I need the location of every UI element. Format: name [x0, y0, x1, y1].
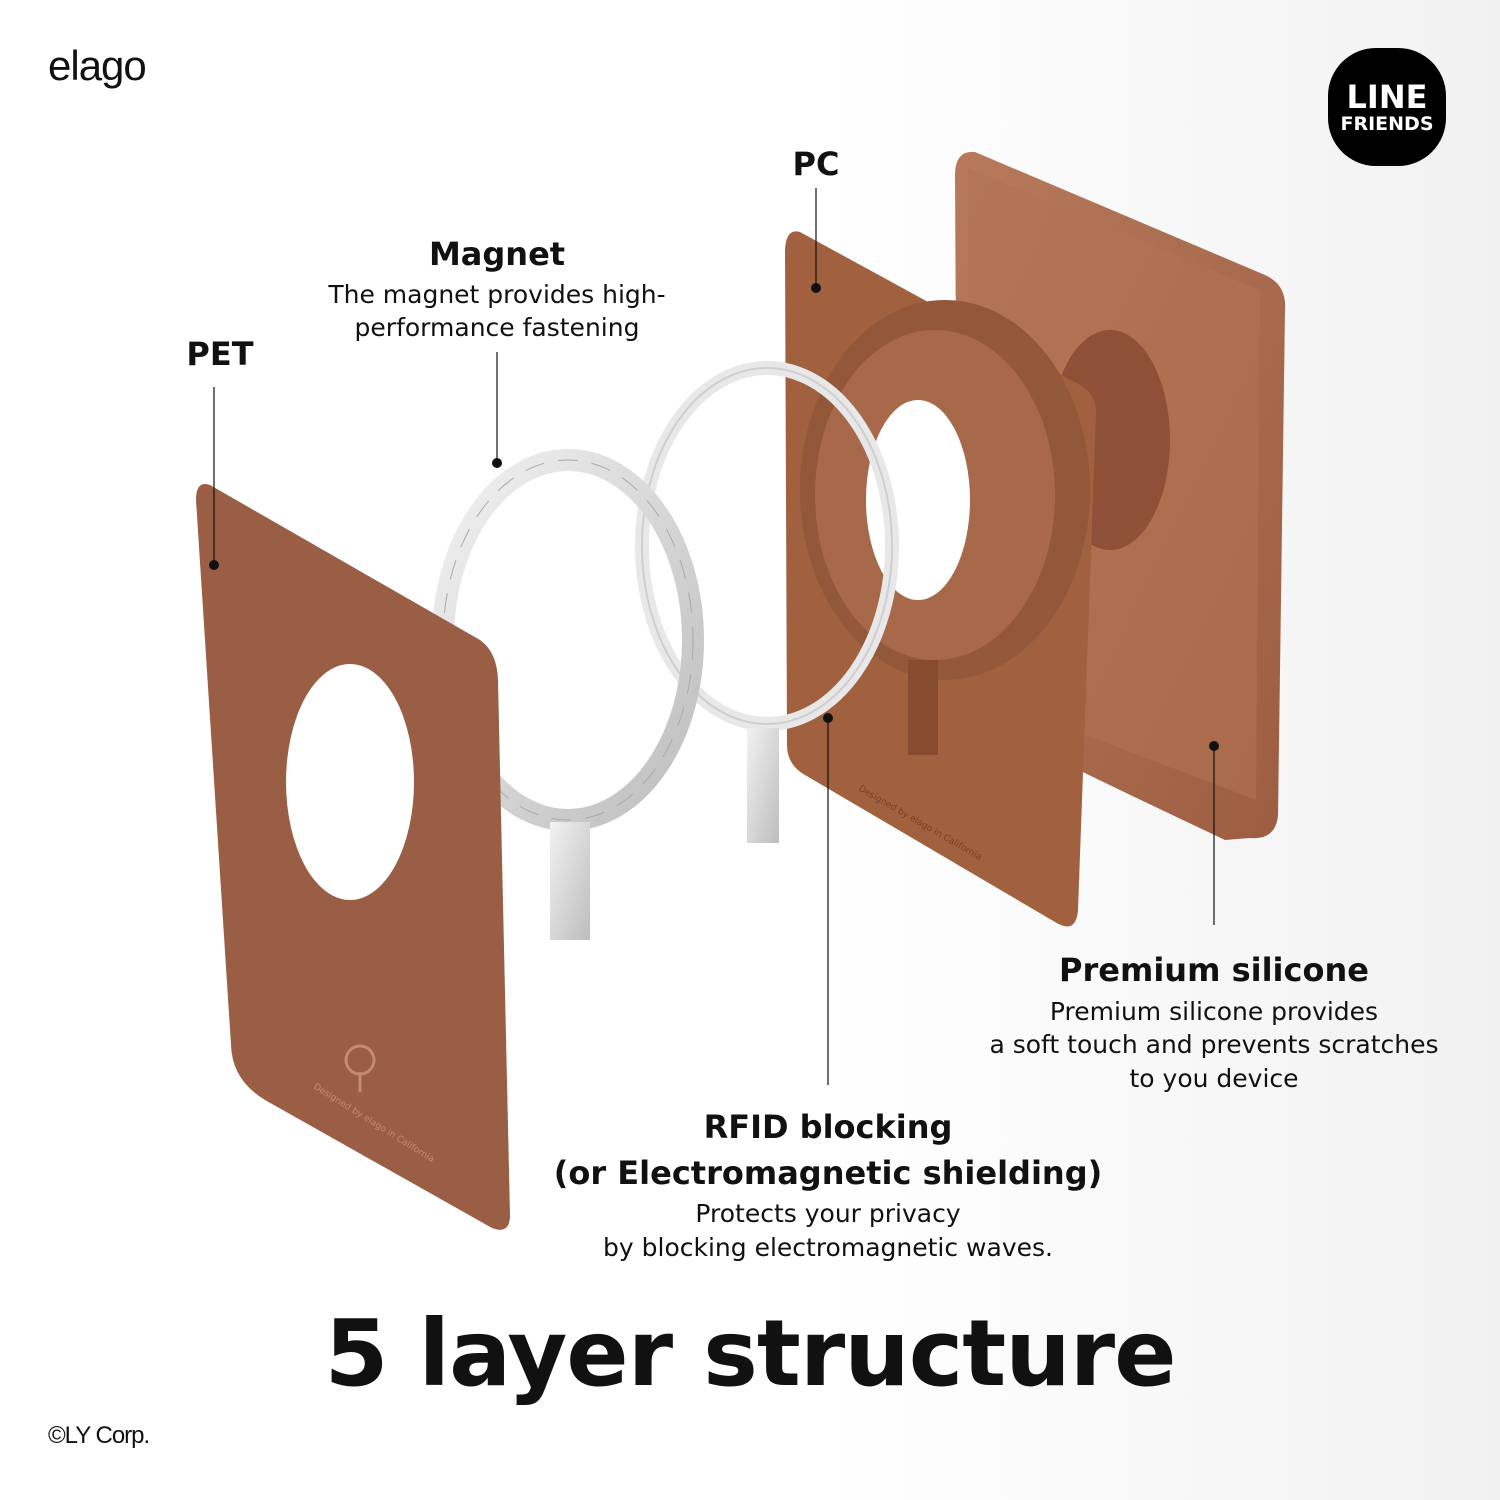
rfid-label-1: RFID blocking [703, 1108, 953, 1146]
magnet-desc-2: performance fastening [354, 313, 640, 342]
copyright: ©LY Corp. [48, 1422, 150, 1449]
rfid-layer [635, 361, 899, 843]
rfid-desc-2: by blocking electromagnetic waves. [603, 1233, 1053, 1262]
magnet-layer [432, 449, 704, 940]
silicone-label: Premium silicone [1059, 951, 1369, 989]
leader-dots [209, 283, 1219, 751]
headline: 5 layer structure [324, 1300, 1177, 1407]
silicone-desc-2: a soft touch and prevents scratches [989, 1030, 1439, 1059]
badge-line2: FRIENDS [1340, 112, 1434, 135]
pc-label: PC [792, 145, 840, 183]
elago-logo: elago [48, 42, 147, 89]
rfid-label-2: (or Electromagnetic shielding) [553, 1154, 1103, 1192]
silicone-desc-1: Premium silicone provides [1049, 997, 1379, 1026]
line-friends-badge: LINE FRIENDS [1328, 48, 1446, 166]
leader-lines [213, 188, 1215, 1085]
silicone-desc-3: to you device [1129, 1064, 1299, 1093]
magnet-desc-1: The magnet provides high- [328, 280, 666, 309]
pet-layer: Designed by elago in California [196, 484, 510, 1230]
badge-line1: LINE [1346, 77, 1428, 116]
rfid-desc-1: Protects your privacy [695, 1199, 961, 1228]
pet-label: PET [186, 335, 254, 373]
magnet-label: Magnet [428, 235, 566, 273]
